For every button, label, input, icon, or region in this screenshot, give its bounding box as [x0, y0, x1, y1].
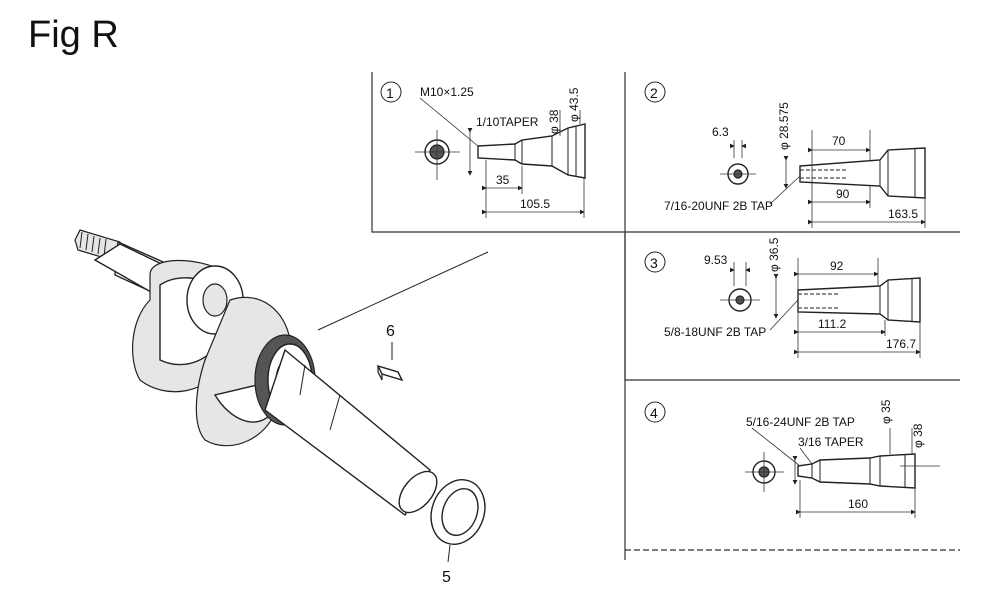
- panel-2-number: 2: [650, 85, 658, 101]
- panel-2-len-1: 70: [832, 134, 846, 148]
- panel-1-len-1: 35: [496, 173, 510, 187]
- panel-4-dia-2: φ 38: [911, 423, 925, 448]
- panel-1-dia-2: φ 43.5: [567, 87, 581, 122]
- panel-1-thread: M10×1.25: [420, 85, 474, 99]
- panel-3-len-3: 176.7: [886, 337, 916, 351]
- panel-2-shaft: [644, 81, 926, 228]
- panel-1-number: 1: [386, 85, 394, 101]
- figure-title: Fig R: [28, 14, 119, 56]
- panel-2-len-2: 90: [836, 187, 850, 201]
- panel-frames: [371, 72, 960, 560]
- callout-key: 6: [386, 323, 395, 340]
- panel-1-taper: 1/10TAPER: [476, 115, 539, 129]
- panel-4-dia-1: φ 35: [879, 399, 893, 424]
- panel-4-shaft: [644, 401, 940, 518]
- panel-3-tap: 5/8-18UNF 2B TAP: [664, 325, 766, 339]
- panel-2-tap: 7/16-20UNF 2B TAP: [664, 199, 773, 213]
- panel-1-len-2: 105.5: [520, 197, 550, 211]
- panel-2-len-3: 163.5: [888, 207, 918, 221]
- panel-2-dia: φ 28.575: [777, 102, 791, 150]
- panel-4-taper: 3/16 TAPER: [798, 435, 864, 449]
- panel-3-shaft: [644, 251, 921, 358]
- panel-2-offset: 6.3: [712, 125, 729, 139]
- panel-3-number: 3: [650, 255, 658, 271]
- panel-3-len-2: 111.2: [818, 317, 847, 331]
- panel-4-len-1: 160: [848, 497, 868, 511]
- panel-3-len-1: 92: [830, 259, 844, 273]
- panel-3-dia: φ 36.5: [767, 237, 781, 272]
- panel-1-shaft: [380, 81, 586, 218]
- panel-1-dia-1: φ 38: [547, 109, 561, 134]
- crankshaft: [74, 229, 438, 517]
- panel-4-number: 4: [650, 405, 658, 421]
- leader-line: [317, 251, 489, 331]
- key-part: [376, 342, 404, 382]
- panel-4-tap: 5/16-24UNF 2B TAP: [746, 415, 855, 429]
- callout-oil-seal: 5: [442, 569, 451, 586]
- oil-seal-part: [430, 479, 486, 563]
- panel-3-offset: 9.53: [704, 253, 728, 267]
